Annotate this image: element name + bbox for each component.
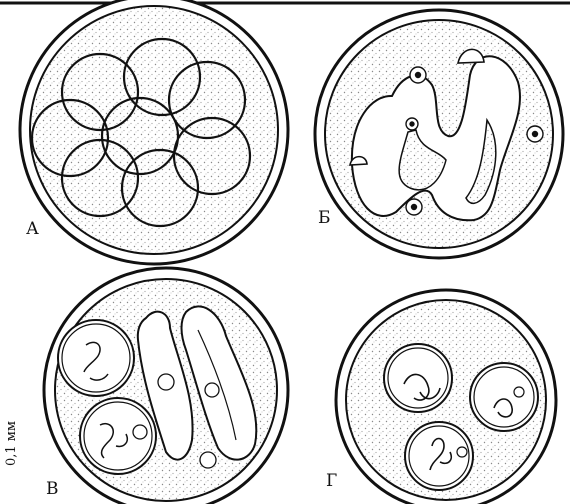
panel-g-egg: Г — [326, 290, 556, 504]
larva-capsule — [384, 344, 452, 412]
panel-a-egg: А — [20, 0, 288, 264]
cell-nucleus — [158, 374, 174, 390]
scale-bar-label: 0,1 мм — [4, 421, 19, 466]
panel-v-egg: В — [44, 268, 288, 504]
cell-nucleus — [205, 383, 219, 397]
panel-a-label: А — [26, 219, 39, 239]
panel-b-egg: Б — [315, 10, 563, 258]
panel-v-label: В — [46, 479, 59, 499]
panel-g-label: Г — [326, 471, 337, 491]
cell-nucleus — [514, 387, 524, 397]
cell-nucleus — [457, 447, 467, 457]
panel-b-label: Б — [318, 208, 331, 228]
larva-capsule — [470, 363, 538, 431]
cell-nucleus — [200, 452, 216, 468]
cell-nucleus — [133, 425, 147, 439]
